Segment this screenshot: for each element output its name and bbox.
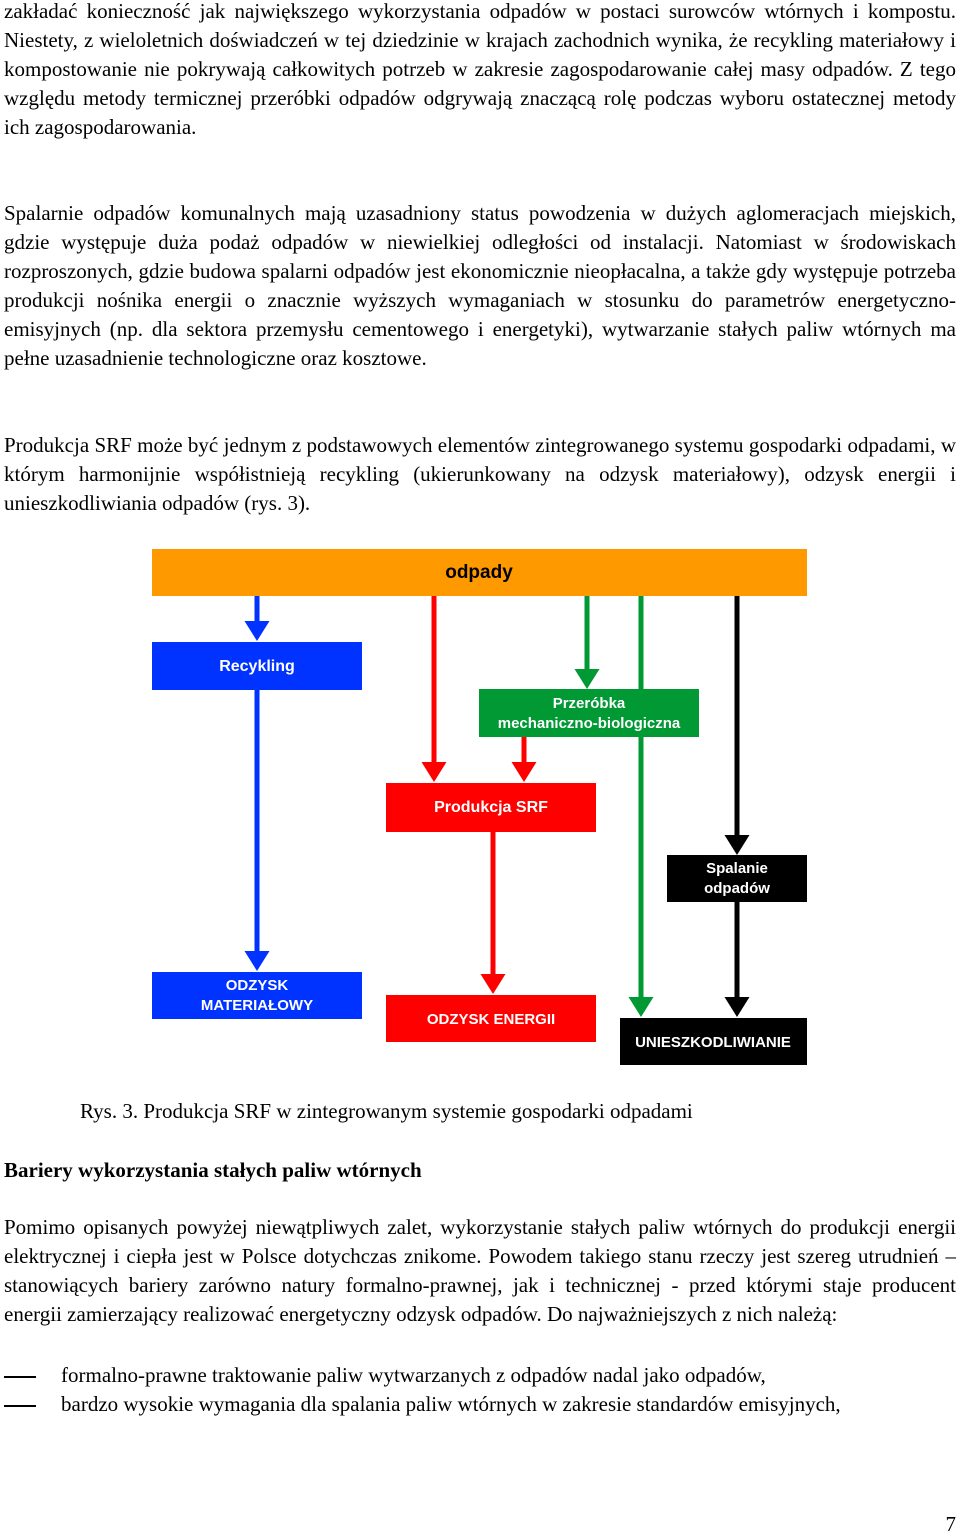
paragraph-intro: zakładać konieczność jak największego wy… — [4, 0, 956, 139]
box-recykling — [152, 642, 362, 690]
list-item: formalno-prawne traktowanie paliw wytwar… — [4, 1361, 956, 1390]
box-produkcja-srf — [386, 783, 596, 832]
section-heading: Bariery wykorzystania stałych paliw wtór… — [4, 1158, 422, 1182]
label-recykling: Recykling — [219, 658, 295, 675]
paragraph-incinerators: Spalarnie odpadów komunalnych mają uzasa… — [4, 201, 956, 370]
label-odzysk-materialowy-line1: ODZYSK — [226, 977, 289, 994]
figure-caption: Rys. 3. Produkcja SRF w zintegrowanym sy… — [80, 1099, 693, 1123]
box-przerobka — [479, 689, 699, 737]
box-spalanie — [667, 855, 807, 902]
label-odzysk-materialowy-line2: MATERIAŁOWY — [201, 997, 313, 1014]
paragraph-srf-production: Produkcja SRF może być jednym z podstawo… — [4, 433, 956, 515]
box-odzysk-materialowy — [152, 972, 362, 1019]
list-item-text: formalno-prawne traktowanie paliw wytwar… — [61, 1363, 766, 1387]
label-unieszkodliwianie: UNIESZKODLIWIANIE — [635, 1034, 791, 1051]
page-number: 7 — [945, 1512, 957, 1536]
paragraph-barriers: Pomimo opisanych powyżej niewątpliwych z… — [4, 1215, 956, 1326]
label-spalanie-line1: Spalanie — [706, 860, 768, 877]
box-odzysk-energii — [386, 995, 596, 1042]
label-odpady: odpady — [445, 562, 513, 583]
list-item: bardzo wysokie wymagania dla spalania pa… — [4, 1390, 956, 1419]
label-produkcja-srf: Produkcja SRF — [434, 799, 548, 816]
label-przerobka-line1: Przeróbka — [553, 695, 626, 712]
waste-management-diagram: odpady Recykling Przeróbka mechaniczno-b… — [152, 549, 807, 1065]
barriers-list: formalno-prawne traktowanie paliw wytwar… — [4, 1361, 956, 1419]
label-przerobka-line2: mechaniczno-biologiczna — [498, 715, 681, 732]
box-odpady — [152, 549, 807, 596]
box-unieszkodliwianie — [620, 1018, 807, 1065]
label-odzysk-energii: ODZYSK ENERGII — [427, 1011, 555, 1028]
label-spalanie-line2: odpadów — [704, 880, 770, 897]
list-item-text: bardzo wysokie wymagania dla spalania pa… — [61, 1392, 841, 1416]
